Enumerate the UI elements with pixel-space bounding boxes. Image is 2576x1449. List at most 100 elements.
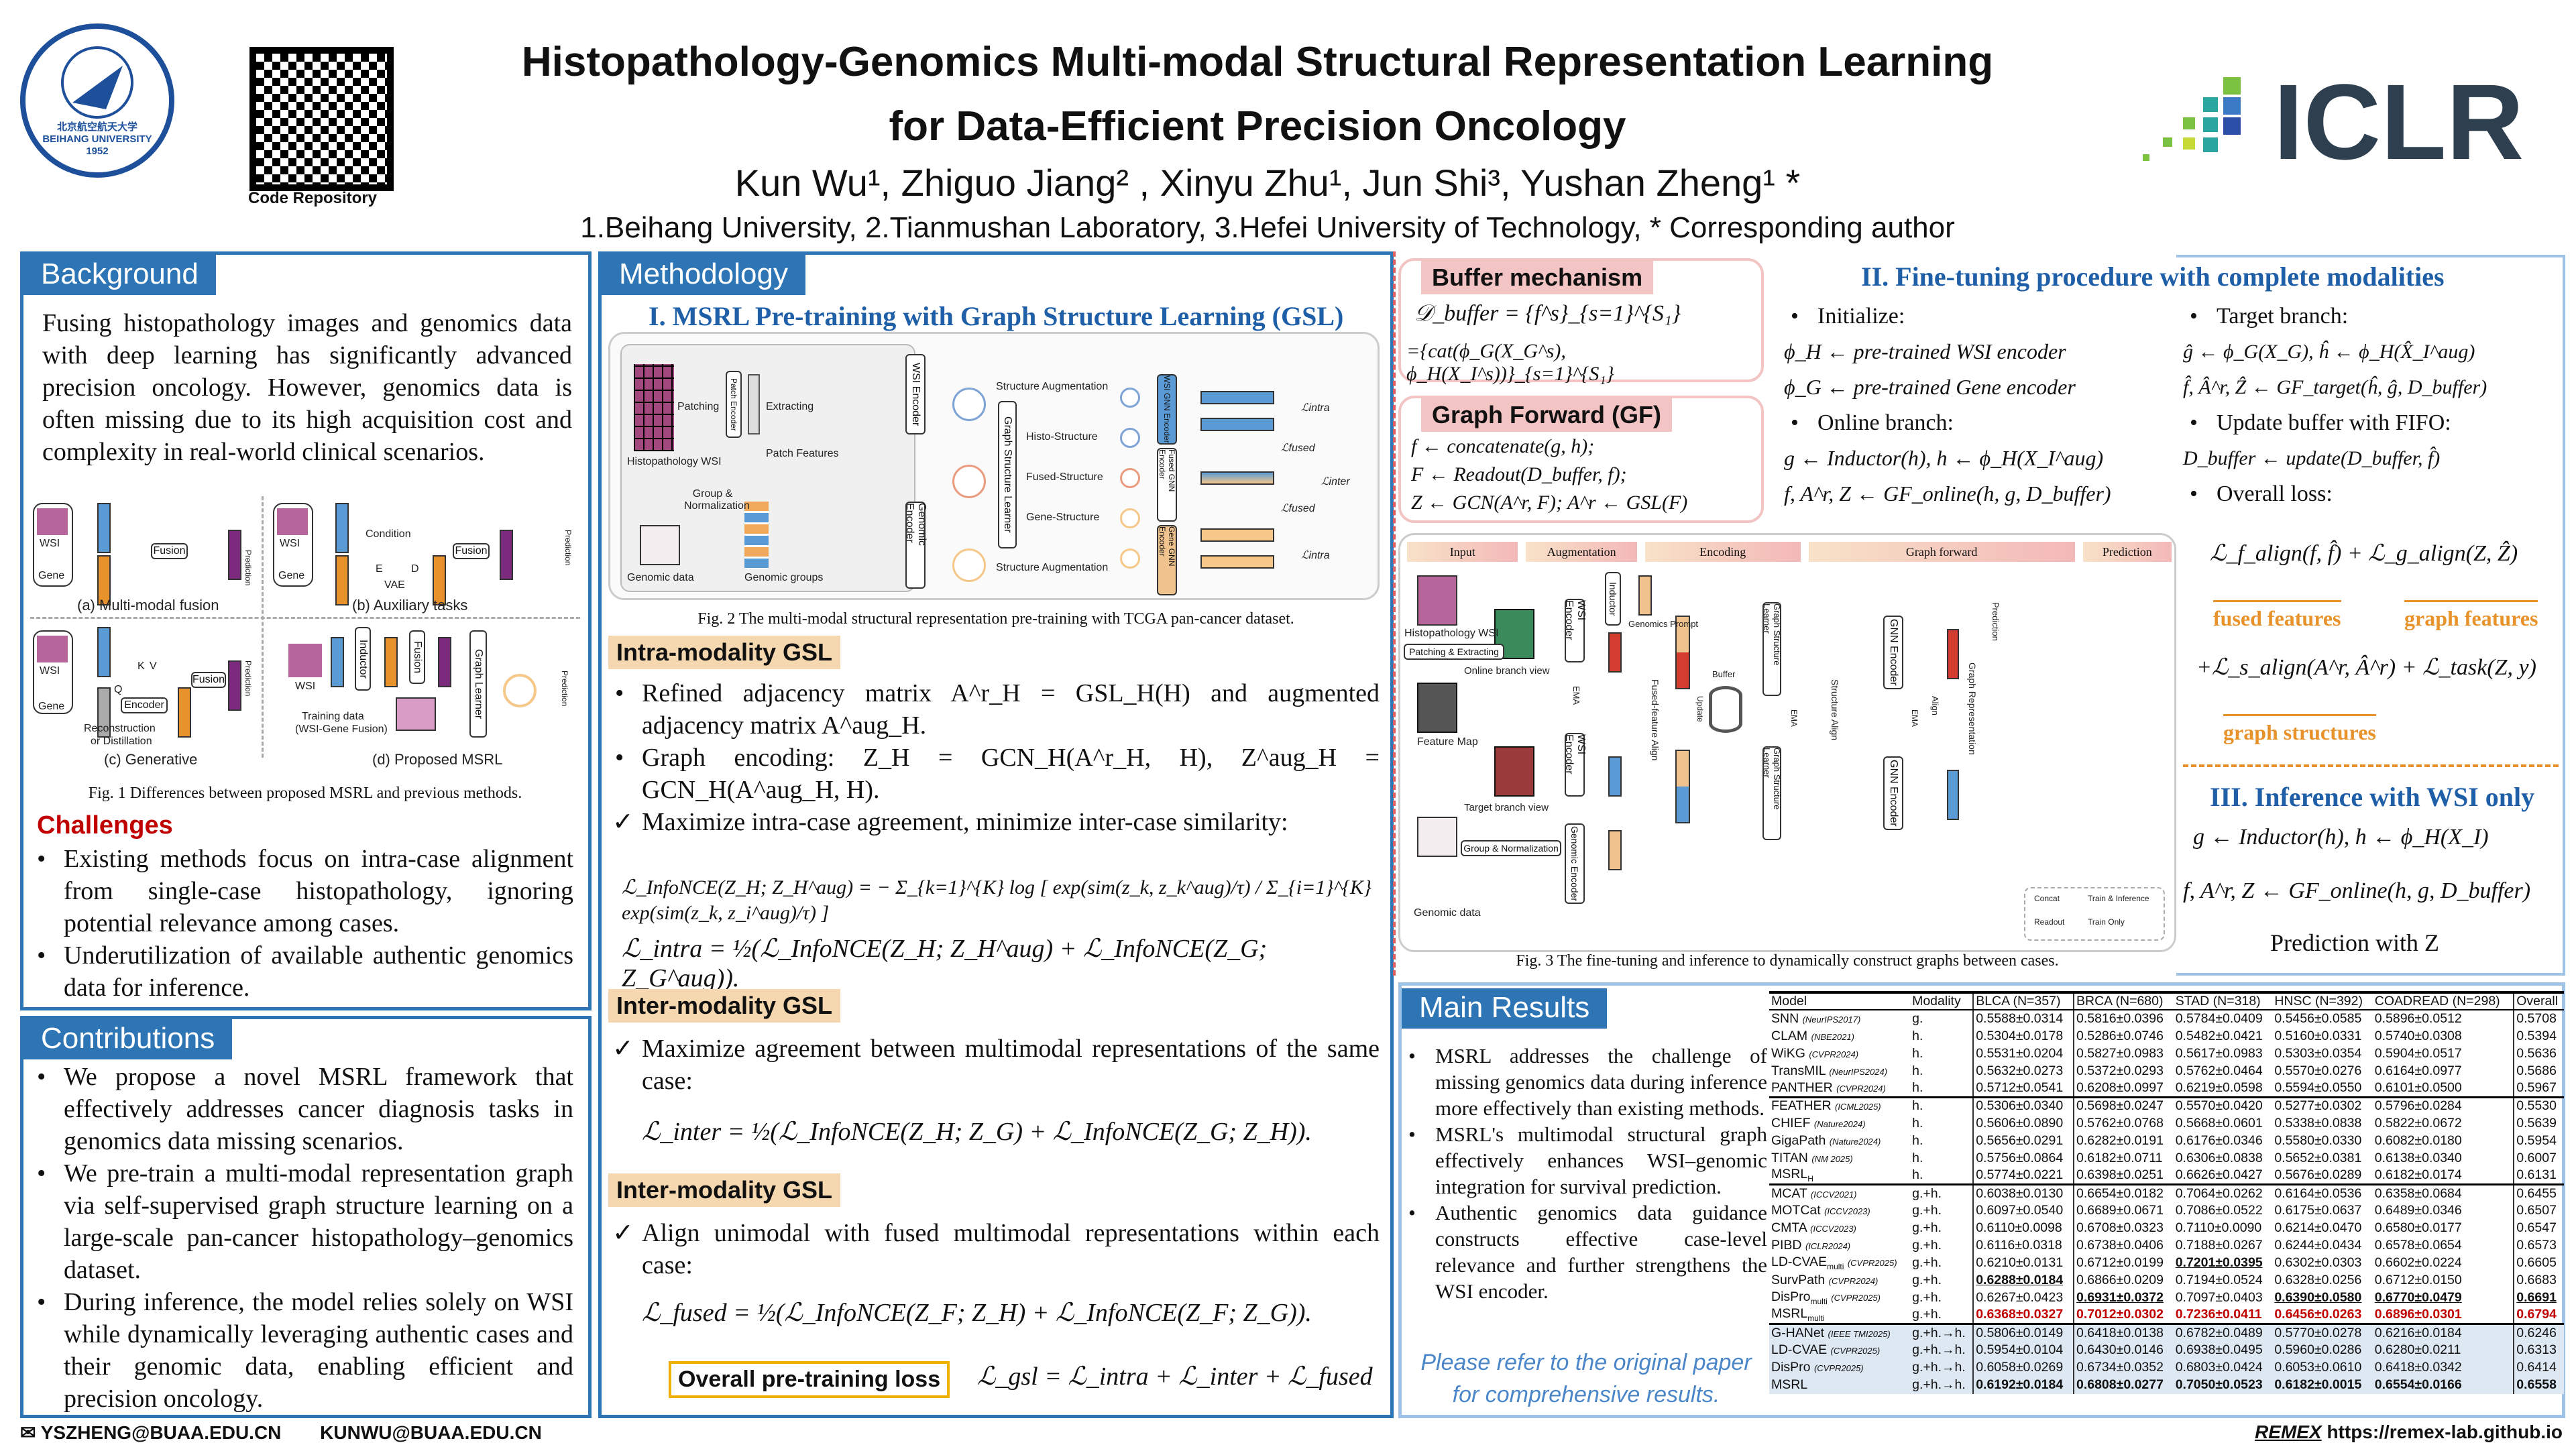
fig2-label: Genomic groups [744, 572, 824, 583]
model-name: SurvPath [1771, 1272, 1826, 1287]
metric-cell: 0.6708±0.0323 [2076, 1220, 2164, 1235]
metric-cell: 0.5160±0.0331 [2274, 1028, 2362, 1043]
metric-cell: 0.6219±0.0598 [2175, 1080, 2263, 1095]
email-link[interactable]: KUNWU@BUAA.EDU.CN [320, 1422, 542, 1443]
fig1-label: E [376, 563, 383, 575]
metric-cell: 0.5456±0.0585 [2274, 1011, 2362, 1026]
metric-cell: 0.5686 [2513, 1062, 2564, 1080]
metric-cell: 0.6578±0.0654 [2374, 1237, 2462, 1253]
modality-cell: h. [1910, 1045, 1974, 1062]
model-name: MOTCat [1771, 1202, 1821, 1218]
fig3-label: Graph Representation [1967, 662, 1978, 755]
metric-cell: 0.5796±0.0284 [2372, 1096, 2514, 1114]
fig2-label: WSI GNN Encoder [1157, 374, 1177, 445]
finetune-step: Overall loss: [2183, 476, 2565, 512]
model-venue: (ICCV2023) [1810, 1223, 1856, 1234]
fig3-label: EMA [1910, 709, 1919, 728]
fig1-label: Fusion [151, 543, 188, 559]
model-name: SNN [1771, 1011, 1799, 1026]
model-name: CLAM [1771, 1028, 1808, 1043]
qr-code[interactable] [249, 47, 394, 191]
metric-cell: 0.5676±0.0289 [2274, 1167, 2362, 1182]
metric-cell: 0.6734±0.0352 [2073, 1358, 2174, 1377]
modality-cell: h. [1910, 1167, 1974, 1185]
modality-cell: h. [1910, 1062, 1974, 1080]
fig3-label: Graph Structure Learner [1762, 746, 1782, 840]
modality-cell: g.+h. [1910, 1202, 1974, 1220]
footer-emails: ✉ YSZHENG@BUAA.EDU.CN KUNWU@BUAA.EDU.CN [20, 1422, 542, 1444]
gf-equation: F ← Readout(D_buffer, f); [1411, 463, 1627, 485]
figure-3: Input Augmentation Encoding Graph forwar… [1398, 533, 2176, 952]
model-venue: (CVPR2025) [1831, 1292, 1881, 1303]
model-name: GigaPath [1771, 1133, 1826, 1148]
model-name: MCAT [1771, 1185, 1807, 1201]
buffer-equation-2: ={cat(ϕ_G(X_G^s), ϕ_H(X_I^s))}_{s=1}^{S₁… [1406, 340, 1614, 385]
metric-cell: 0.6554±0.0166 [2372, 1376, 2514, 1394]
modality-cell: g. [1910, 1010, 1974, 1027]
figure-2: Histopathology WSI Patching Patch Encode… [608, 332, 1380, 600]
result-bullet: Authentic genomics data guidance constru… [1402, 1200, 1767, 1304]
metric-cell: 0.5774±0.0221 [1973, 1167, 2074, 1185]
metric-cell: 0.6182±0.0174 [2374, 1167, 2462, 1182]
finetune-eq: D_buffer ← update(D_buffer, f̂) [2183, 447, 2441, 469]
model-venue: (ICLR2024) [1805, 1240, 1851, 1251]
fig1-label: or Distillation [91, 736, 152, 747]
column-header: COADREAD (N=298) [2372, 991, 2514, 1010]
fig3-label: Genomics Prompt [1628, 619, 1699, 629]
fig1-label: Fusion [191, 672, 226, 688]
modality-cell: h. [1910, 1149, 1974, 1167]
fused-loss-equation: ℒ_fused = ½(ℒ_InfoNCE(Z_F; Z_H) + ℒ_Info… [642, 1299, 1312, 1327]
metric-cell: 0.5652±0.0381 [2274, 1150, 2362, 1165]
metric-cell: 0.6192±0.0184 [1973, 1376, 2074, 1394]
metric-cell: 0.6689±0.0671 [2076, 1202, 2164, 1218]
graph-forward-box: Graph Forward (GF) f ← concatenate(g, h)… [1398, 396, 1764, 523]
metric-cell: 0.5708 [2513, 1010, 2564, 1027]
column-header: Modality [1910, 991, 1974, 1010]
metric-cell: 0.5570±0.0420 [2173, 1096, 2273, 1114]
metric-cell: 0.6654±0.0182 [2073, 1183, 2174, 1202]
fig1-label: Prediction [243, 660, 253, 697]
iclr-logo: ICLR [2123, 62, 2565, 182]
fig2-label: Patch Features [766, 448, 839, 459]
metric-cell: 0.6053±0.0610 [2272, 1358, 2373, 1377]
finetune-eq: f, A^r, Z ← GF_online(h, g, D_buffer) [1784, 481, 2111, 506]
metric-cell: 0.6101±0.0500 [2374, 1080, 2462, 1095]
metric-cell: 0.7086±0.0522 [2175, 1202, 2263, 1218]
model-venue: (CVPR2025) [1813, 1363, 1864, 1374]
background-heading: Background [23, 255, 216, 295]
figure-1: WSI Gene Fusion Prediction (a) Multi-mod… [30, 496, 580, 778]
modality-cell: g.+h. [1910, 1183, 1974, 1202]
modality-cell: g.+h. [1910, 1219, 1974, 1237]
metric-cell: 0.7236±0.0411 [2175, 1307, 2262, 1322]
fig3-label: WSI Encoder [1563, 733, 1587, 797]
fig1-label: Prediction [243, 550, 253, 586]
modality-cell: g.+h.→h. [1910, 1323, 1974, 1342]
fig2-label: Fused-Structure [1026, 471, 1103, 483]
fig1-caption-b: (b) Auxiliary tasks [352, 597, 468, 614]
finetune-loss-2: +ℒ_s_align(A^r, Â^r) + ℒ_task(Z, y) [2196, 655, 2536, 680]
model-name: LD-CVAE [1771, 1342, 1828, 1358]
fig3-legend: Readout [2034, 917, 2065, 927]
model-cell: MCAT (ICCV2021) [1769, 1183, 1911, 1202]
fig1-caption-c: (c) Generative [104, 751, 198, 768]
metric-cell: 0.7110±0.0090 [2175, 1220, 2262, 1235]
fig3-label: Update [1695, 696, 1705, 722]
fused-features-label: fused features [2213, 600, 2341, 631]
metric-cell: 0.5530 [2513, 1096, 2564, 1114]
metric-cell: 0.6418±0.0138 [2073, 1323, 2174, 1342]
column-header: HNSC (N=392) [2272, 991, 2373, 1010]
metric-cell: 0.6288±0.0184 [1973, 1271, 2074, 1289]
metric-cell: 0.7064±0.0262 [2173, 1183, 2273, 1202]
fig3-label: Graph Structure Learner [1762, 602, 1782, 696]
fig2-label: Gene-Structure [1026, 512, 1100, 523]
email-link[interactable]: YSZHENG@BUAA.EDU.CN [40, 1422, 282, 1443]
lab-url[interactable]: https://remex-lab.github.io [2327, 1422, 2563, 1442]
metric-cell: 0.7012±0.0302 [2076, 1307, 2164, 1322]
metric-cell: 0.6082±0.0180 [2374, 1133, 2462, 1148]
